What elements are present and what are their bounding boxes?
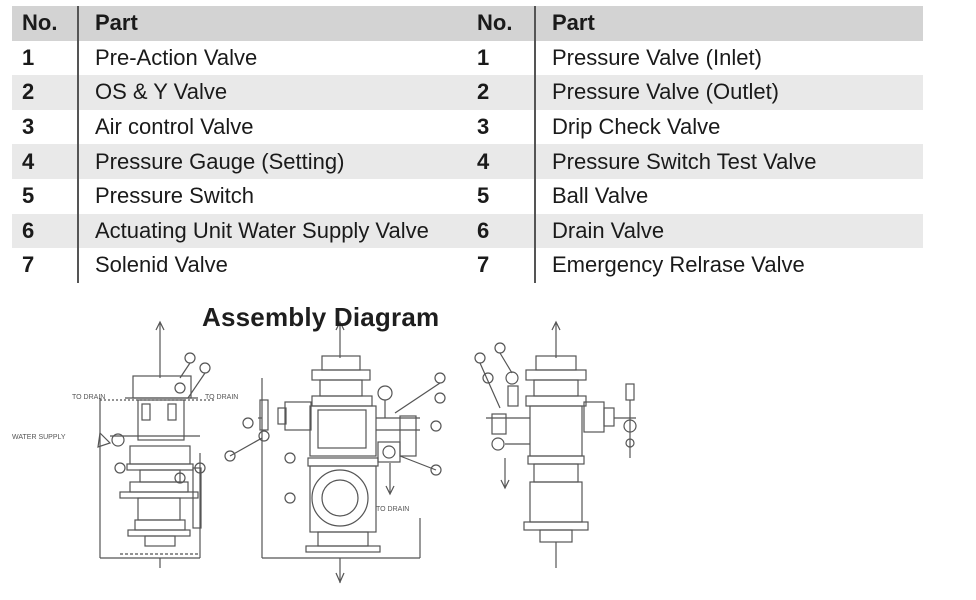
- row-part: Actuating Unit Water Supply Valve: [77, 213, 467, 249]
- label-to-drain-center: TO DRAIN: [376, 506, 409, 513]
- row-part: Air control Valve: [77, 109, 467, 145]
- table-row: 3 Drip Check Valve: [467, 109, 923, 145]
- table-row: 3 Air control Valve: [12, 109, 467, 145]
- header-no: No.: [12, 6, 78, 41]
- label-water-supply: WATER SUPPLY: [12, 434, 66, 441]
- table-row: 1 Pre-Action Valve: [12, 40, 467, 76]
- row-no: 1: [22, 44, 35, 70]
- row-part: Pressure Switch: [77, 178, 467, 214]
- row-no: 1: [477, 44, 490, 70]
- table-row: 5 Pressure Switch: [12, 178, 467, 214]
- label-to-drain-right: TO DRAIN: [205, 394, 238, 401]
- row-part: Ball Valve: [534, 178, 923, 214]
- row-no: 2: [467, 75, 535, 110]
- right-view: [474, 320, 637, 568]
- header-part: Part: [534, 6, 923, 41]
- table-row: 7 Solenid Valve: [12, 248, 467, 283]
- row-no: 2: [12, 75, 78, 110]
- row-no: 4: [12, 144, 78, 179]
- row-part: Emergency Relrase Valve: [534, 248, 923, 283]
- table-row: 5 Ball Valve: [467, 178, 923, 214]
- label-to-drain-left: TO DRAIN: [72, 394, 105, 401]
- row-part: Drain Valve: [534, 213, 923, 249]
- table-header-row: No. Part: [467, 6, 923, 41]
- table-row: 1 Pressure Valve (Inlet): [467, 40, 923, 76]
- left-view: [97, 320, 215, 568]
- row-part: Pressure Valve (Outlet): [534, 75, 923, 110]
- row-no: 3: [22, 114, 35, 140]
- assembly-drawing: TO DRAIN TO DRAIN WATER SUPPLY TO DRAIN: [0, 318, 976, 598]
- row-part: Pressure Valve (Inlet): [534, 40, 923, 76]
- center-view: [224, 320, 446, 584]
- row-no: 6: [467, 213, 535, 249]
- header-part: Part: [77, 6, 467, 41]
- row-part: OS & Y Valve: [77, 75, 467, 110]
- row-no: 5: [477, 183, 490, 209]
- table-row: 7 Emergency Relrase Valve: [467, 248, 923, 283]
- diagram-title: Assembly Diagram: [202, 302, 440, 332]
- row-no: 7: [477, 252, 490, 278]
- row-part: Pre-Action Valve: [77, 40, 467, 76]
- row-no: 5: [22, 183, 35, 209]
- row-part: Pressure Switch Test Valve: [534, 144, 923, 179]
- row-no: 4: [467, 144, 535, 179]
- diagram-labels: TO DRAIN TO DRAIN WATER SUPPLY TO DRAIN: [12, 394, 409, 513]
- row-no: 3: [477, 114, 490, 140]
- table-header-row: No. Part: [12, 6, 467, 41]
- row-no: 6: [12, 213, 78, 249]
- row-part: Solenid Valve: [77, 248, 467, 283]
- row-part: Pressure Gauge (Setting): [77, 144, 467, 179]
- row-no: 7: [22, 252, 35, 278]
- assembly-drawing-svg: TO DRAIN TO DRAIN WATER SUPPLY TO DRAIN: [12, 320, 637, 584]
- row-part: Drip Check Valve: [534, 109, 923, 145]
- header-no: No.: [467, 6, 535, 41]
